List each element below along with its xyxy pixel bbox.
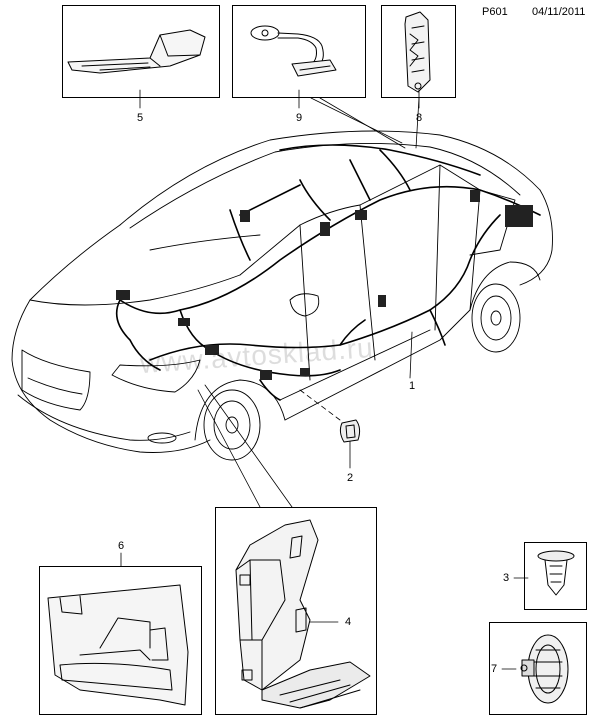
part-5-trim-panel [67, 29, 206, 74]
wiring-harness [115, 144, 541, 401]
harness-connectors [116, 190, 533, 380]
callout-6[interactable]: 6 [117, 540, 125, 552]
part-8-bracket [404, 11, 431, 93]
vehicle-body [11, 130, 553, 461]
callout-9[interactable]: 9 [295, 112, 303, 124]
callout-1[interactable]: 1 [408, 380, 416, 392]
callout-7[interactable]: 7 [490, 663, 498, 675]
part-2-grommet [339, 419, 361, 443]
part-3-clip [537, 550, 575, 596]
part-9-box[interactable] [232, 5, 366, 98]
diagram-code: P601 [482, 6, 508, 18]
callout-3[interactable]: 3 [502, 572, 510, 584]
part-7-plug [520, 634, 569, 704]
callout-2[interactable]: 2 [346, 472, 354, 484]
callout-4[interactable]: 4 [344, 616, 352, 628]
part-4-relay-bracket [235, 519, 371, 709]
part-6-cover-panel [47, 584, 189, 706]
part-9-ground-cable [250, 25, 337, 77]
diagram-date: 04/11/2011 [532, 6, 586, 18]
callout-5[interactable]: 5 [136, 112, 144, 124]
callout-8[interactable]: 8 [415, 112, 423, 124]
